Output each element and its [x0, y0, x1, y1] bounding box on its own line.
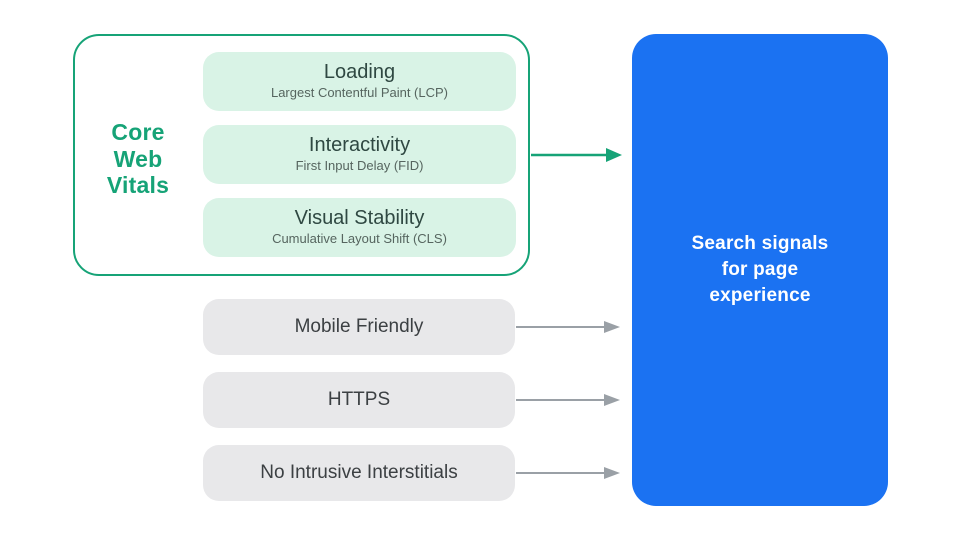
signal-label: No Intrusive Interstitials — [260, 461, 458, 483]
arrow-mobile-friendly-to-target — [516, 321, 620, 333]
arrow-https-to-target — [516, 394, 620, 406]
metric-card-loading: Loading Largest Contentful Paint (LCP) — [203, 52, 516, 111]
core-web-vitals-group-box — [73, 34, 530, 276]
signal-card-https: HTTPS — [203, 372, 515, 428]
metric-card-interactivity: Interactivity First Input Delay (FID) — [203, 125, 516, 184]
metric-subtitle: First Input Delay (FID) — [295, 158, 424, 174]
arrow-no-intrusive-interstitials-to-target — [516, 467, 620, 479]
metric-title: Interactivity — [308, 134, 411, 157]
search-signals-label: Search signals for page experience — [691, 232, 829, 307]
signal-card-no-intrusive-interstitials: No Intrusive Interstitials — [203, 445, 515, 501]
metric-subtitle: Cumulative Layout Shift (CLS) — [272, 231, 447, 247]
arrow-core-web-vitals-to-target — [531, 148, 622, 162]
search-signals-target-box: Search signals for page experience — [632, 34, 888, 506]
metric-card-visual-stability: Visual Stability Cumulative Layout Shift… — [203, 198, 516, 257]
signal-card-mobile-friendly: Mobile Friendly — [203, 299, 515, 355]
core-web-vitals-label: Core Web Vitals — [106, 119, 170, 199]
metric-title: Loading — [323, 61, 396, 84]
metric-subtitle: Largest Contentful Paint (LCP) — [270, 85, 449, 101]
signal-label: Mobile Friendly — [294, 315, 424, 337]
metric-title: Visual Stability — [294, 207, 425, 230]
signal-label: HTTPS — [327, 388, 391, 410]
